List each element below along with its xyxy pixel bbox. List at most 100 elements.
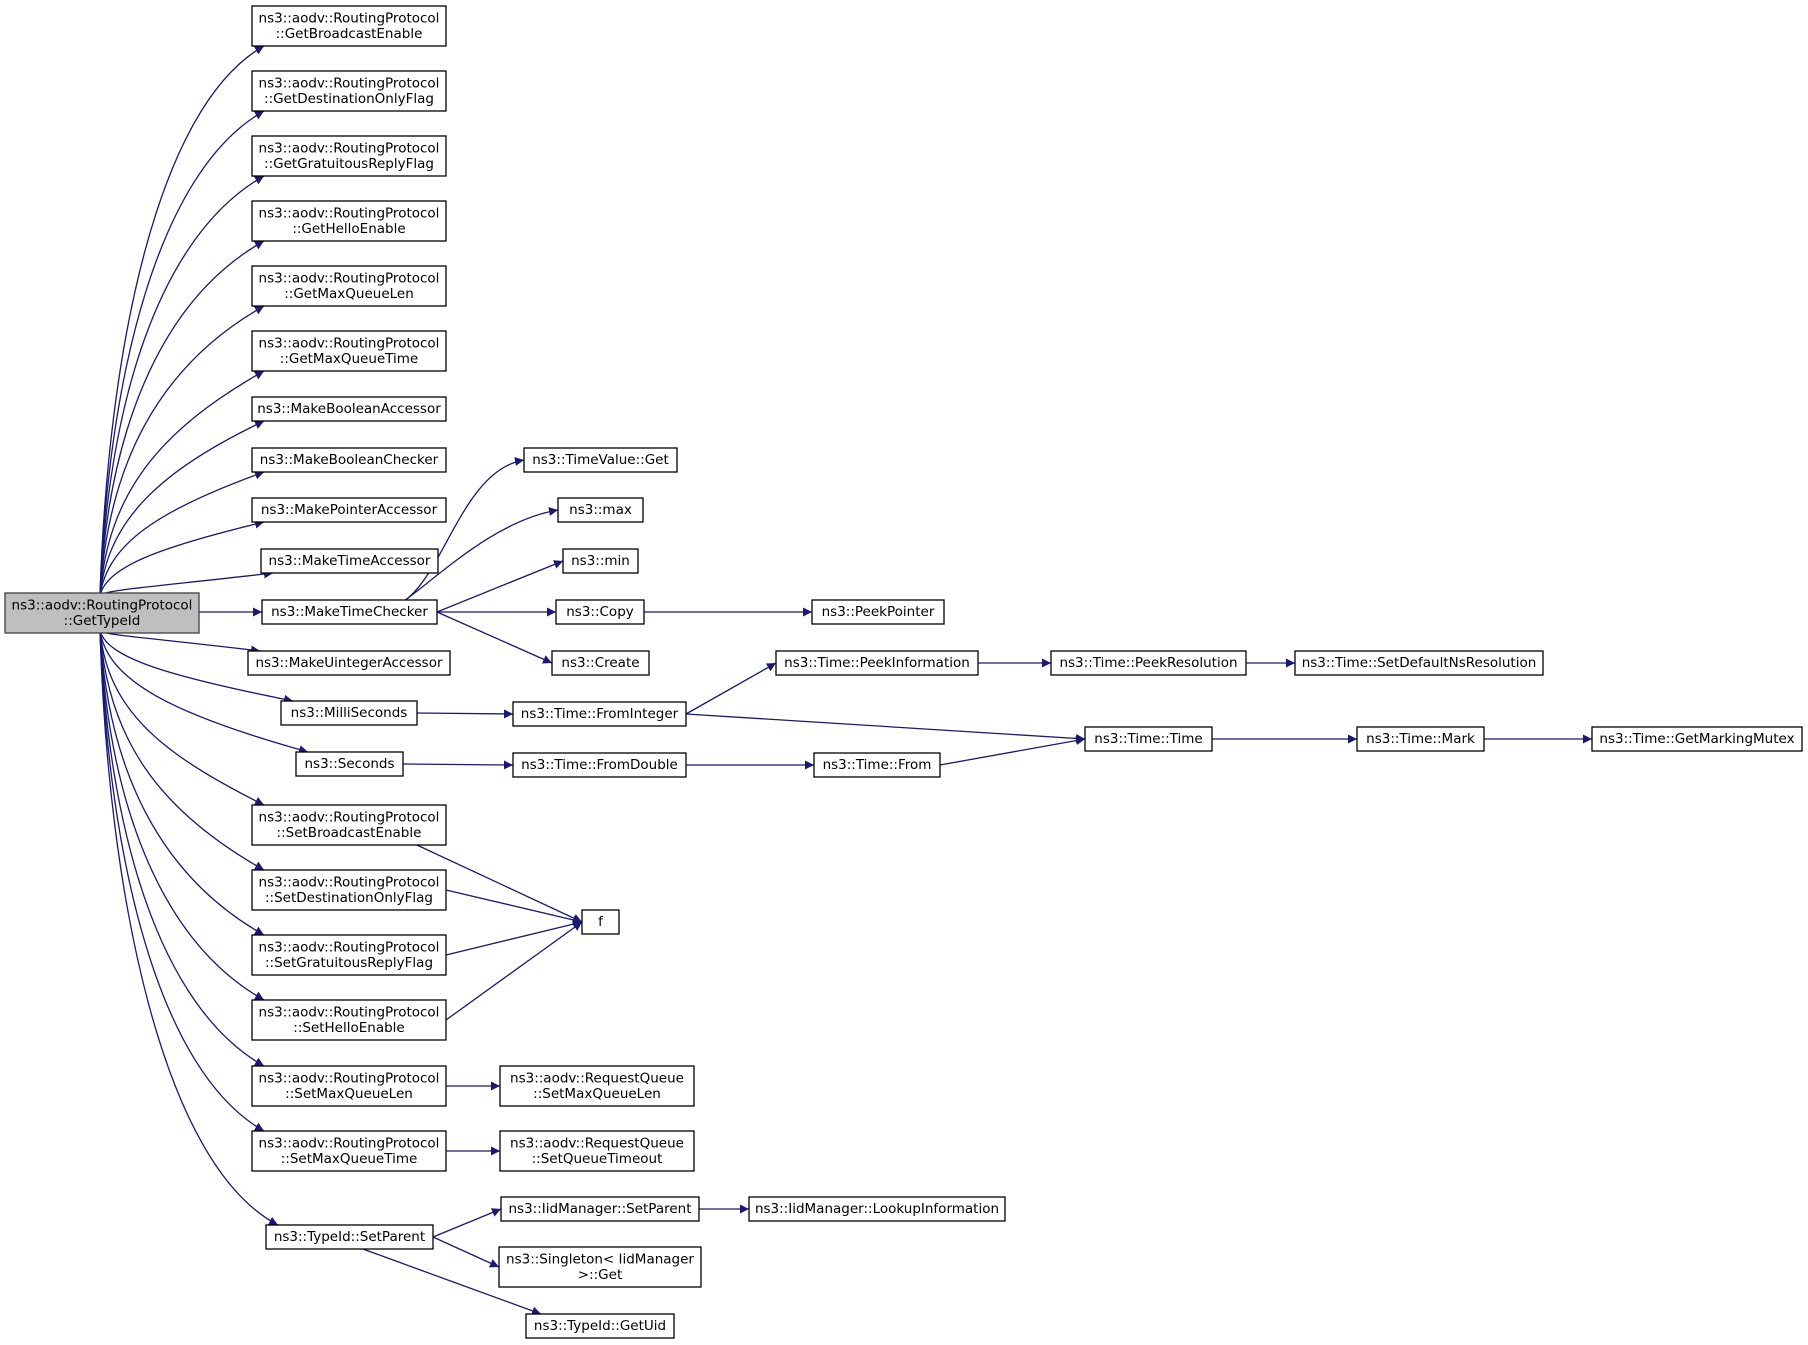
node-copy[interactable]: ns3::Copy — [555, 599, 645, 625]
node-box — [813, 752, 941, 778]
node-box — [251, 396, 447, 422]
node-set-default-ns-res[interactable]: ns3::Time::SetDefaultNsResolution — [1294, 650, 1544, 676]
node-box — [811, 599, 945, 625]
node-label: ns3::Singleton< IidManager — [506, 1251, 694, 1267]
node-time-from[interactable]: ns3::Time::From — [813, 752, 941, 778]
node-label: ns3::Time::Mark — [1366, 731, 1475, 747]
node-label: ns3::Time::SetDefaultNsResolution — [1302, 655, 1537, 671]
node-milli-seconds[interactable]: ns3::MilliSeconds — [280, 700, 418, 726]
edge-type-id-set-parent-to-get-uid — [362, 1248, 542, 1316]
node-iid-set-parent[interactable]: ns3::IidManager::SetParent — [500, 1196, 700, 1222]
node-label: ns3::aodv::RequestQueue — [510, 1135, 684, 1151]
edge-root-to-get-hello — [99, 240, 265, 596]
node-label: ns3::aodv::RoutingProtocol — [259, 1070, 440, 1086]
node-rq-set-queue-timeout[interactable]: ns3::aodv::RequestQueue::SetQueueTimeout — [499, 1130, 695, 1172]
node-get-hello[interactable]: ns3::aodv::RoutingProtocol::GetHelloEnab… — [251, 200, 447, 242]
node-set-hello[interactable]: ns3::aodv::RoutingProtocol::SetHelloEnab… — [251, 999, 447, 1041]
node-label: ::GetGratuitousReplyFlag — [264, 156, 434, 172]
edge-root-to-set-max-queue-time — [99, 630, 265, 1132]
node-label: ns3::aodv::RoutingProtocol — [259, 335, 440, 351]
node-box — [260, 548, 439, 574]
node-label: ns3::Copy — [566, 604, 634, 620]
edge-root-to-get-dest-only — [99, 110, 265, 596]
node-box — [251, 5, 447, 47]
node-peek-resolution[interactable]: ns3::Time::PeekResolution — [1050, 650, 1247, 676]
root-node-root[interactable]: ns3::aodv::RoutingProtocol::GetTypeId — [4, 592, 200, 634]
node-peek-pointer[interactable]: ns3::PeekPointer — [811, 599, 945, 625]
edge-root-to-set-max-queue-len — [99, 630, 265, 1067]
node-seconds[interactable]: ns3::Seconds — [295, 751, 404, 777]
node-label: ::SetGratuitousReplyFlag — [265, 955, 433, 971]
edge-time-from-to-time-time — [939, 736, 1086, 766]
node-box — [1294, 650, 1544, 676]
node-create[interactable]: ns3::Create — [551, 650, 650, 676]
node-get-broadcast-enable[interactable]: ns3::aodv::RoutingProtocol::GetBroadcast… — [251, 5, 447, 47]
node-box — [512, 752, 687, 778]
node-get-marking-mutex[interactable]: ns3::Time::GetMarkingMutex — [1591, 726, 1803, 752]
node-f[interactable]: f — [581, 909, 620, 935]
node-box — [251, 999, 447, 1041]
node-time-value-get[interactable]: ns3::TimeValue::Get — [523, 447, 678, 473]
node-get-max-queue-time[interactable]: ns3::aodv::RoutingProtocol::GetMaxQueueT… — [251, 330, 447, 372]
node-label: ns3::MakeBooleanChecker — [260, 452, 439, 468]
node-type-id-set-parent[interactable]: ns3::TypeId::SetParent — [265, 1224, 434, 1250]
node-set-gratuitous[interactable]: ns3::aodv::RoutingProtocol::SetGratuitou… — [251, 934, 447, 976]
node-make-bool-acc[interactable]: ns3::MakeBooleanAccessor — [251, 396, 447, 422]
node-make-time-chk[interactable]: ns3::MakeTimeChecker — [261, 599, 438, 625]
node-set-broadcast[interactable]: ns3::aodv::RoutingProtocol::SetBroadcast… — [251, 804, 447, 846]
node-label: ns3::min — [571, 553, 630, 569]
node-make-time-acc[interactable]: ns3::MakeTimeAccessor — [260, 548, 439, 574]
node-box — [551, 650, 650, 676]
node-time-mark[interactable]: ns3::Time::Mark — [1356, 726, 1485, 752]
node-max[interactable]: ns3::max — [557, 497, 644, 523]
node-box — [562, 548, 639, 574]
edge-make-time-chk-to-min — [436, 560, 564, 613]
node-label: ns3::aodv::RequestQueue — [510, 1070, 684, 1086]
node-make-ptr-acc[interactable]: ns3::MakePointerAccessor — [251, 497, 447, 523]
node-label: ns3::PeekPointer — [822, 604, 935, 620]
node-label: ::GetMaxQueueLen — [284, 286, 414, 302]
node-make-bool-chk[interactable]: ns3::MakeBooleanChecker — [251, 447, 447, 473]
node-label: ::SetMaxQueueLen — [285, 1086, 413, 1102]
node-label: ns3::MakeBooleanAccessor — [257, 401, 441, 417]
node-get-dest-only[interactable]: ns3::aodv::RoutingProtocol::GetDestinati… — [251, 70, 447, 112]
node-rq-set-max-queue-len[interactable]: ns3::aodv::RequestQueue::SetMaxQueueLen — [499, 1065, 695, 1107]
node-from-integer[interactable]: ns3::Time::FromInteger — [512, 701, 687, 727]
edge-from-integer-to-peek-info — [685, 662, 777, 715]
node-label: ::GetDestinationOnlyFlag — [264, 91, 434, 107]
node-box — [1050, 650, 1247, 676]
node-box — [1356, 726, 1485, 752]
node-label: ::GetHelloEnable — [292, 221, 405, 237]
node-box — [251, 447, 447, 473]
node-set-dest-only[interactable]: ns3::aodv::RoutingProtocol::SetDestinati… — [251, 869, 447, 911]
node-singleton-get[interactable]: ns3::Singleton< IidManager>::Get — [498, 1246, 702, 1288]
node-label: ns3::IidManager::LookupInformation — [755, 1201, 999, 1217]
node-get-max-queue-len[interactable]: ns3::aodv::RoutingProtocol::GetMaxQueueL… — [251, 265, 447, 307]
node-label: ns3::IidManager::SetParent — [509, 1201, 692, 1217]
node-time-time[interactable]: ns3::Time::Time — [1084, 726, 1213, 752]
node-set-max-queue-time[interactable]: ns3::aodv::RoutingProtocol::SetMaxQueueT… — [251, 1130, 447, 1172]
node-box — [555, 599, 645, 625]
node-lookup-info[interactable]: ns3::IidManager::LookupInformation — [748, 1196, 1006, 1222]
edge-root-to-get-gratuitous — [99, 175, 265, 596]
node-box — [1084, 726, 1213, 752]
node-box — [525, 1313, 675, 1339]
node-get-gratuitous[interactable]: ns3::aodv::RoutingProtocol::GetGratuitou… — [251, 135, 447, 177]
node-label: ::SetMaxQueueLen — [533, 1086, 661, 1102]
node-peek-info[interactable]: ns3::Time::PeekInformation — [775, 650, 979, 676]
node-label: ::SetBroadcastEnable — [277, 825, 422, 841]
nodes: ns3::aodv::RoutingProtocol::GetTypeIdns3… — [4, 5, 1803, 1339]
node-from-double[interactable]: ns3::Time::FromDouble — [512, 752, 687, 778]
node-label: ns3::Create — [561, 655, 639, 671]
node-min[interactable]: ns3::min — [562, 548, 639, 574]
node-make-uint-acc[interactable]: ns3::MakeUintegerAccessor — [247, 650, 451, 676]
node-label: ns3::aodv::RoutingProtocol — [259, 75, 440, 91]
node-label: ns3::Time::PeekResolution — [1059, 655, 1237, 671]
edge-set-dest-only-to-f — [445, 889, 583, 925]
node-box — [251, 135, 447, 177]
node-get-uid[interactable]: ns3::TypeId::GetUid — [525, 1313, 675, 1339]
node-label: ns3::MakeUintegerAccessor — [255, 655, 443, 671]
node-label: ::GetTypeId — [64, 613, 141, 629]
node-set-max-queue-len[interactable]: ns3::aodv::RoutingProtocol::SetMaxQueueL… — [251, 1065, 447, 1107]
